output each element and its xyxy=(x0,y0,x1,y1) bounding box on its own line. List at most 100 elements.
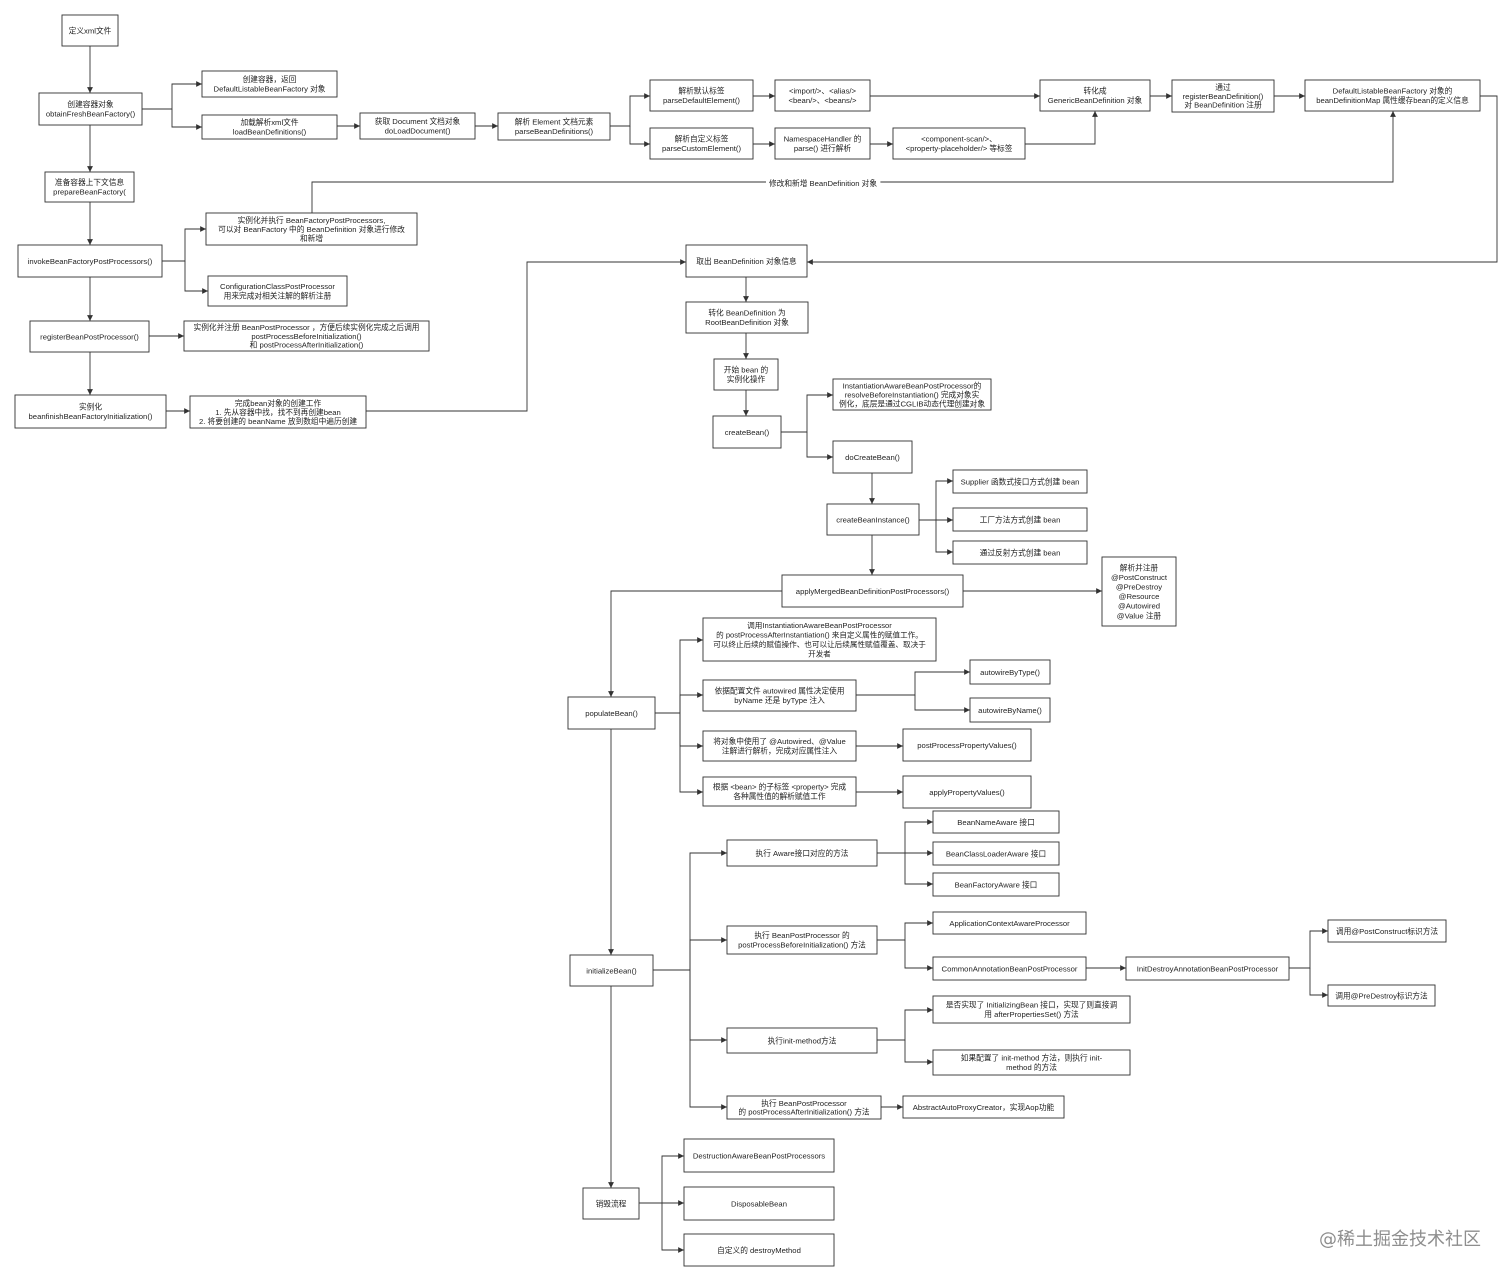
connector-arrow xyxy=(184,261,208,294)
node-call-pre-destroy-box xyxy=(1327,984,1436,1007)
node-annotation-injection-label: 注解进行解析，完成对应属性注入 xyxy=(722,746,838,756)
node-custom-destroy-method-label: 自定义的 destroyMethod xyxy=(717,1245,801,1255)
node-bpp-before-initialization: 执行 BeanPostProcessor 的postProcessBeforeI… xyxy=(726,925,878,955)
node-destroy-process-box xyxy=(582,1187,640,1220)
node-populate-bean-label: populateBean() xyxy=(585,709,638,718)
node-invoke-bean-factory-post-processors-label: invokeBeanFactoryPostProcessors() xyxy=(28,257,153,266)
node-create-container-return-label: DefaultListableBeanFactory 对象 xyxy=(214,84,326,94)
node-register-bpp-description-label: 和 postProcessAfterInitialization() xyxy=(250,341,364,350)
node-bpp-before-initialization-label: postProcessBeforeInitialization() 方法 xyxy=(738,940,866,950)
node-initialize-bean-label: initializeBean() xyxy=(586,966,637,975)
node-application-context-aware-processor: ApplicationContextAwareProcessor xyxy=(932,911,1087,935)
node-invoke-bfpp-description-label: 实例化并执行 BeanFactoryPostProcessors, xyxy=(238,215,386,225)
node-finish-bean-factory-initialization-box xyxy=(14,394,167,429)
node-finish-bean-factory-initialization-label: 实例化 xyxy=(79,402,102,412)
node-abstract-auto-proxy-creator: AbstractAutoProxyCreator，实现Aop功能 xyxy=(902,1095,1065,1119)
node-init-destroy-annotation-bpp-box xyxy=(1125,956,1290,981)
node-disposable-bean-label: DisposableBean xyxy=(731,1199,787,1208)
node-parse-custom-element-box xyxy=(649,127,754,160)
node-property-tag-assignment-label: 根据 <bean> 的子标签 <property> 完成 xyxy=(713,782,847,792)
node-destruction-aware-bpp: DestructionAwareBeanPostProcessors xyxy=(683,1138,835,1173)
node-destroy-process-label: 销毁流程 xyxy=(596,1198,627,1208)
node-start-instantiation-box xyxy=(713,358,779,391)
node-register-bpp-description-label: postProcessBeforeInitialization() xyxy=(251,332,362,341)
node-configuration-class-post-processor-label: ConfigurationClassPostProcessor xyxy=(220,282,335,291)
node-register-annotations-label: @PostConstruct xyxy=(1111,573,1168,582)
node-default-tags-label: <import/>、<alias/> xyxy=(789,87,857,96)
node-obtain-fresh-bean-factory-label: obtainFreshBeanFactory() xyxy=(46,110,136,119)
node-load-bean-definitions-label: 加载解析xml文件 xyxy=(240,117,298,127)
node-do-load-document-label: 获取 Document 文档对象 xyxy=(375,116,461,126)
node-populate-bean: populateBean() xyxy=(567,696,656,730)
node-define-xml-file-label: 定义xml文件 xyxy=(69,25,112,35)
node-invoke-init-method-label: 执行init-method方法 xyxy=(768,1035,837,1045)
node-bean-factory-aware: BeanFactoryAware 接口 xyxy=(932,872,1060,897)
node-invoke-bfpp-description-box xyxy=(205,212,418,246)
node-take-bean-definition-label: 取出 BeanDefinition 对象信息 xyxy=(696,256,797,266)
watermark-text: @稀土掘金技术社区 xyxy=(1319,1229,1481,1250)
node-take-bean-definition-box xyxy=(685,244,808,278)
node-do-create-bean-label: doCreateBean() xyxy=(845,453,900,462)
node-autowire-mode-box xyxy=(702,679,857,712)
node-autowire-by-type-label: autowireByType() xyxy=(980,668,1040,677)
connector-arrow xyxy=(629,126,650,147)
connector-arrow xyxy=(142,81,202,110)
node-register-annotations-label: @Value 注册 xyxy=(1117,610,1162,620)
node-load-bean-definitions-box xyxy=(201,114,338,140)
node-destruction-aware-bpp-box xyxy=(683,1138,835,1173)
node-disposable-bean-box xyxy=(683,1186,835,1221)
node-autowire-by-name-label: autowireByName() xyxy=(978,706,1042,715)
node-autowire-mode-label: byName 还是 byType 注入 xyxy=(734,695,825,705)
node-register-bean-post-processor-box xyxy=(29,320,150,353)
node-create-container-return-label: 创建容器，返回 xyxy=(243,74,297,84)
node-parse-default-element-box xyxy=(649,79,754,112)
node-custom-tags: <component-scan/>、<property-placeholder/… xyxy=(892,127,1026,160)
node-destroy-process: 销毁流程 xyxy=(582,1187,640,1220)
connector-arrow xyxy=(877,819,933,854)
node-common-annotation-bpp: CommonAnnotationBeanPostProcessor xyxy=(932,956,1087,981)
node-invoke-bean-factory-post-processors-box xyxy=(17,244,163,278)
node-finish-initialization-description-label: 1. 先从容器中找，找不到再创建bean xyxy=(215,407,341,417)
connector-arrow xyxy=(1289,928,1328,969)
node-configuration-class-post-processor-box xyxy=(207,275,348,307)
node-apply-property-values-box xyxy=(902,775,1032,809)
node-finish-initialization-description-box xyxy=(189,395,367,429)
connector-arrow xyxy=(653,850,727,971)
node-invoke-aware-methods-box xyxy=(726,839,878,867)
connector-arrow xyxy=(1309,968,1328,998)
connector-arrow xyxy=(904,940,933,971)
node-bean-factory-aware-box xyxy=(932,872,1060,897)
node-bean-definition-map: DefaultListableBeanFactory 对象的beanDefini… xyxy=(1304,79,1481,112)
connector-arrow xyxy=(689,970,727,1043)
node-post-process-after-instantiation-label: 开发者 xyxy=(808,649,831,659)
node-post-process-property-values-box xyxy=(902,728,1032,762)
node-bpp-after-initialization: 执行 BeanPostProcessor的 postProcessAfterIn… xyxy=(726,1095,882,1120)
node-parse-default-element-label: parseDefaultElement() xyxy=(663,96,740,105)
node-namespace-handler-parse-label: parse() 进行解析 xyxy=(794,143,852,153)
node-autowire-by-name: autowireByName() xyxy=(969,697,1051,723)
node-reflection-create-bean-label: 通过反射方式创建 bean xyxy=(980,547,1061,557)
node-register-annotations-label: @PreDestroy xyxy=(1116,583,1162,592)
node-create-bean-instance-label: createBeanInstance() xyxy=(836,515,910,524)
node-bean-definition-map-label: DefaultListableBeanFactory 对象的 xyxy=(1333,86,1453,96)
connector-arrow xyxy=(781,392,833,433)
node-finish-bean-factory-initialization-label: beanfinishBeanFactoryInitialization() xyxy=(29,412,153,421)
node-default-tags-box xyxy=(774,79,871,112)
connector-arrow xyxy=(608,590,782,697)
node-custom-destroy-method-box xyxy=(683,1233,835,1267)
node-custom-destroy-method: 自定义的 destroyMethod xyxy=(683,1233,835,1267)
node-call-post-construct-label: 调用@PostConstruct标识方法 xyxy=(1336,926,1439,936)
node-define-xml-file-box xyxy=(61,14,119,47)
node-custom-tags-label: <component-scan/>、 xyxy=(921,135,997,144)
node-generic-bean-definition-label: GenericBeanDefinition 对象 xyxy=(1048,95,1143,105)
node-register-annotations: 解析并注册@PostConstruct@PreDestroy@Resource@… xyxy=(1101,556,1177,627)
